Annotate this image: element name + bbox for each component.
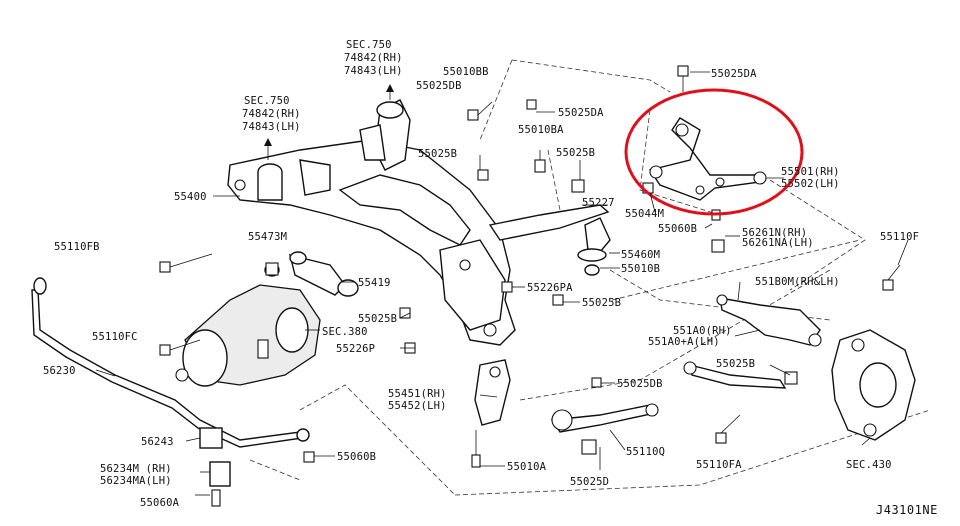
- label-sec750-upper: SEC.750: [346, 39, 392, 51]
- label-55025DA-mid: 55025DA: [558, 107, 604, 119]
- label-551A0: 551A0(RH): [673, 325, 732, 337]
- label-55110Q: 55110Q: [626, 446, 665, 458]
- lower-arm-551A0: [683, 361, 787, 389]
- label-55460M: 55460M: [621, 249, 660, 261]
- label-55110FC: 55110FC: [92, 331, 138, 343]
- label-55060B: 55060B: [658, 223, 697, 235]
- label-56261N: 56261N(RH): [742, 227, 807, 239]
- highlight-circle: [624, 88, 804, 216]
- label-55025B-e: 55025B: [716, 358, 755, 370]
- label-56234MA: 56234MA(LH): [100, 475, 172, 487]
- label-55110F: 55110F: [880, 231, 919, 243]
- label-55473M: 55473M: [248, 231, 287, 243]
- label-55451: 55451(RH): [388, 388, 447, 400]
- lower-arm-551B0M: [716, 294, 822, 347]
- label-55227: 55227: [582, 197, 615, 209]
- subframe-55400: [227, 99, 516, 346]
- leader-lines: [95, 71, 909, 496]
- lower-arm-55227: [488, 204, 611, 276]
- section-arrows: [264, 84, 394, 160]
- upper-link-55501: [648, 117, 767, 201]
- label-55010B: 55010B: [621, 263, 660, 275]
- label-55025B-d: 55025B: [582, 297, 621, 309]
- label-56261NA: 56261NA(LH): [742, 237, 814, 249]
- label-55110FA: 55110FA: [696, 459, 742, 471]
- label-56243: 56243: [141, 436, 174, 448]
- label-55010BB: 55010BB: [443, 66, 489, 78]
- differential-sec380: [175, 251, 359, 387]
- part-labels: SEC.750 74842(RH) 74843(LH) SEC.750 7484…: [43, 39, 938, 517]
- label-56230: 56230: [43, 365, 76, 377]
- label-55025DA-top: 55025DA: [711, 68, 757, 80]
- label-55025B-a: 55025B: [418, 148, 457, 160]
- diagram-id: J43101NE: [876, 503, 938, 517]
- label-74843-upper: 74843(LH): [344, 65, 403, 77]
- label-56234M: 56234M (RH): [100, 463, 172, 475]
- label-sec430: SEC.430: [846, 459, 892, 471]
- label-55025B-b: 55025B: [556, 147, 595, 159]
- label-74843-lower: 74843(LH): [242, 121, 301, 133]
- label-55419: 55419: [358, 277, 391, 289]
- label-55025DB-bottom: 55025DB: [617, 378, 663, 390]
- label-55025DB-top: 55025DB: [416, 80, 462, 92]
- label-55501: 55501(RH): [781, 166, 840, 178]
- label-sec380: SEC.380: [322, 326, 368, 338]
- label-55502: 55502(LH): [781, 178, 840, 190]
- label-55400: 55400: [174, 191, 207, 203]
- label-55452: 55452(LH): [388, 400, 447, 412]
- label-55110FB: 55110FB: [54, 241, 100, 253]
- lower-link-55110Q: [550, 403, 659, 455]
- assembly-boundaries: [249, 59, 931, 496]
- label-551A0A: 551A0+A(LH): [648, 336, 720, 348]
- label-55010A: 55010A: [507, 461, 547, 473]
- knuckle-sec430: [831, 329, 916, 441]
- label-55060B-bottom: 55060B: [337, 451, 376, 463]
- label-55226PA: 55226PA: [527, 282, 573, 294]
- label-sec750-lower: SEC.750: [244, 95, 290, 107]
- label-55010BA: 55010BA: [518, 124, 564, 136]
- label-55060A: 55060A: [140, 497, 180, 509]
- label-55025B-c: 55025B: [358, 313, 397, 325]
- label-55226P: 55226P: [336, 343, 375, 355]
- label-551B0M: 551B0M(RH&LH): [755, 276, 840, 288]
- bracket-55451: [474, 359, 511, 426]
- label-55025D: 55025D: [570, 476, 609, 488]
- label-74842-lower: 74842(RH): [242, 108, 301, 120]
- label-55044M: 55044M: [625, 208, 664, 220]
- label-74842-upper: 74842(RH): [344, 52, 403, 64]
